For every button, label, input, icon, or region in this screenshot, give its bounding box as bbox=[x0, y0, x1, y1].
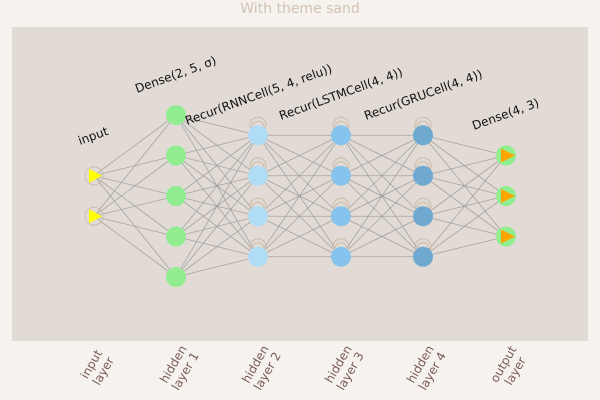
neurons bbox=[84, 105, 516, 287]
connection-edge bbox=[175, 256, 259, 278]
connection-edge bbox=[93, 215, 177, 237]
input-neuron bbox=[84, 206, 104, 226]
axis-label-gru: hiddenlayer 4 bbox=[404, 343, 449, 393]
connection-edge bbox=[257, 175, 342, 258]
connection-edge bbox=[257, 135, 342, 257]
connection-edge bbox=[340, 135, 424, 257]
connection-edge bbox=[257, 215, 342, 258]
connection-edge bbox=[257, 134, 342, 177]
axis-label-input: inputlayer bbox=[78, 347, 118, 388]
connection-edge bbox=[422, 134, 507, 156]
input-neuron bbox=[84, 166, 104, 186]
connection-edge bbox=[93, 195, 177, 217]
dense-neuron bbox=[166, 267, 186, 287]
lstm-neuron bbox=[331, 165, 351, 186]
connection-edge bbox=[175, 134, 259, 237]
output-arrow-icon bbox=[501, 148, 515, 163]
connection-edge bbox=[93, 155, 177, 217]
rnn-neuron bbox=[248, 206, 268, 227]
axis-label-lstm: hiddenlayer 3 bbox=[322, 343, 367, 393]
connection-edge bbox=[422, 155, 507, 217]
axis-label-output: outputlayer bbox=[487, 343, 531, 391]
connection-edge bbox=[340, 215, 424, 258]
connection-edge bbox=[175, 114, 259, 136]
output-arrow-icon bbox=[501, 229, 515, 244]
connection-edge bbox=[340, 175, 424, 258]
connection-edge bbox=[422, 195, 507, 258]
connection-edge bbox=[422, 236, 507, 258]
rnn-neuron bbox=[248, 246, 268, 267]
dense-neuron bbox=[166, 226, 186, 247]
connection-edge bbox=[175, 175, 259, 278]
dense-neuron bbox=[166, 105, 186, 125]
connection-edge bbox=[93, 114, 177, 177]
connection-edge bbox=[175, 134, 259, 156]
gru-neuron bbox=[413, 246, 433, 267]
axis-label-rnn: hiddenlayer 2 bbox=[239, 343, 284, 393]
lstm-neuron bbox=[331, 246, 351, 267]
connection-edge bbox=[340, 134, 424, 177]
connection-edge bbox=[340, 134, 424, 217]
connection-edge bbox=[93, 215, 177, 278]
lstm-neuron bbox=[331, 206, 351, 227]
connection-edge bbox=[422, 155, 507, 177]
gru-neuron bbox=[413, 165, 433, 186]
gru-neuron bbox=[413, 125, 433, 146]
input-arrow-icon bbox=[89, 168, 102, 183]
gru-neuron bbox=[413, 206, 433, 227]
connection-edge bbox=[175, 215, 259, 278]
lstm-neuron bbox=[331, 125, 351, 146]
output-arrow-icon bbox=[501, 189, 515, 203]
plot-area bbox=[12, 27, 588, 341]
axis-label-dense: hiddenlayer 1 bbox=[157, 343, 202, 393]
connections bbox=[93, 114, 507, 278]
rnn-neuron bbox=[248, 125, 268, 146]
dense-neuron bbox=[166, 145, 186, 166]
connection-edge bbox=[175, 134, 259, 197]
connection-edge bbox=[93, 114, 177, 217]
axis-labels: inputlayer hiddenlayer 1 hiddenlayer 2 hidd… bbox=[78, 343, 531, 393]
connection-edge bbox=[257, 134, 342, 217]
input-arrow-icon bbox=[89, 209, 102, 224]
diagram-title: With theme sand bbox=[240, 1, 360, 17]
connection-edge bbox=[175, 135, 259, 278]
connection-edge bbox=[422, 155, 507, 258]
dense-neuron bbox=[166, 186, 186, 206]
rnn-neuron bbox=[248, 165, 268, 186]
